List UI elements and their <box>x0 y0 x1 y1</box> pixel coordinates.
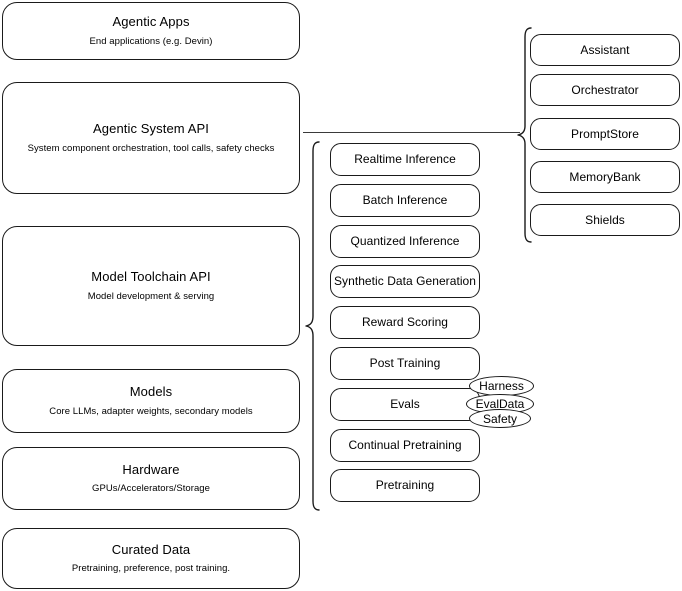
item-label: PromptStore <box>571 126 639 141</box>
layer-subtitle: End applications (e.g. Devin) <box>89 35 213 47</box>
layer-subtitle: Core LLMs, adapter weights, secondary mo… <box>49 405 253 417</box>
item-label: Evals <box>390 397 420 411</box>
item-box-shields[interactable]: Shields <box>530 204 680 236</box>
item-label: Reward Scoring <box>361 315 449 329</box>
item-label: Pretraining <box>375 478 435 492</box>
item-label: Realtime Inference <box>354 152 456 166</box>
layer-subtitle: System component orchestration, tool cal… <box>27 142 275 154</box>
pill-label: Harness <box>479 379 524 393</box>
item-box-reward-scoring[interactable]: Reward Scoring <box>330 306 480 339</box>
item-box-memorybank[interactable]: MemoryBank <box>530 161 680 193</box>
layer-title: Hardware <box>122 461 180 477</box>
layer-box-model-toolchain-api[interactable]: Model Toolchain API Model development & … <box>2 226 300 346</box>
connector-system-api-to-components <box>303 132 520 134</box>
item-box-synthetic-data-generation[interactable]: Synthetic Data Generation <box>330 265 480 298</box>
item-label: Orchestrator <box>571 82 639 97</box>
layer-box-hardware[interactable]: Hardware GPUs/Accelerators/Storage <box>2 447 300 510</box>
layer-title: Curated Data <box>111 541 191 557</box>
layer-title: Agentic System API <box>93 121 209 137</box>
item-box-orchestrator[interactable]: Orchestrator <box>530 74 680 106</box>
layer-box-agentic-system-api[interactable]: Agentic System API System component orch… <box>2 82 300 194</box>
item-label: MemoryBank <box>569 169 641 184</box>
item-box-quantized-inference[interactable]: Quantized Inference <box>330 225 480 258</box>
layer-box-models[interactable]: Models Core LLMs, adapter weights, secon… <box>2 369 300 433</box>
layer-subtitle: GPUs/Accelerators/Storage <box>92 483 210 495</box>
item-label: Post Training <box>369 356 441 370</box>
item-box-assistant[interactable]: Assistant <box>530 34 680 66</box>
layer-title: Model Toolchain API <box>91 269 211 285</box>
item-label: Assistant <box>580 42 630 57</box>
brace-system-column <box>517 27 532 243</box>
item-box-pretraining[interactable]: Pretraining <box>330 469 480 502</box>
item-box-realtime-inference[interactable]: Realtime Inference <box>330 143 480 176</box>
item-label: Synthetic Data Generation <box>334 274 476 288</box>
layer-title: Models <box>129 384 173 400</box>
pill-safety[interactable]: Safety <box>469 409 531 428</box>
layer-title: Agentic Apps <box>112 14 190 30</box>
layer-box-agentic-apps[interactable]: Agentic Apps End applications (e.g. Devi… <box>2 2 300 60</box>
item-box-continual-pretraining[interactable]: Continual Pretraining <box>330 429 480 462</box>
item-box-evals[interactable]: Evals <box>330 388 480 421</box>
pill-label: EvalData <box>475 397 525 411</box>
item-label: Shields <box>585 212 625 227</box>
item-label: Batch Inference <box>362 193 448 207</box>
pill-label: Safety <box>482 411 518 426</box>
item-box-batch-inference[interactable]: Batch Inference <box>330 184 480 217</box>
layer-box-curated-data[interactable]: Curated Data Pretraining, preference, po… <box>2 528 300 589</box>
item-box-post-training[interactable]: Post Training <box>330 347 480 380</box>
pill-harness[interactable]: Harness <box>469 376 534 396</box>
brace-toolchain-column <box>305 141 320 511</box>
item-box-promptstore[interactable]: PromptStore <box>530 118 680 150</box>
item-label: Quantized Inference <box>350 234 460 248</box>
layer-subtitle: Model development & serving <box>87 290 215 302</box>
item-label: Continual Pretraining <box>348 438 462 452</box>
layer-subtitle: Pretraining, preference, post training. <box>71 563 231 575</box>
